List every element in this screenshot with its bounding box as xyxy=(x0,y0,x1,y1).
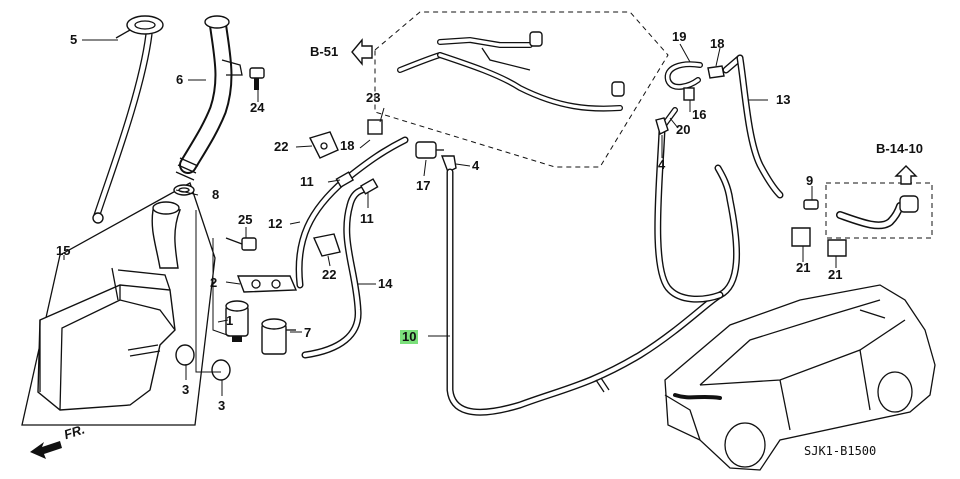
joint-part-4b xyxy=(655,117,669,136)
callout-19[interactable]: 19 xyxy=(672,29,687,44)
joint-part-9 xyxy=(803,199,819,210)
grommet-part-3a xyxy=(175,344,195,366)
callout-13[interactable]: 13 xyxy=(776,92,791,107)
tee-joint-part-18 xyxy=(707,65,725,79)
callout-21a[interactable]: 21 xyxy=(796,260,811,275)
reference-arrow-b51 xyxy=(351,38,373,66)
callout-24[interactable]: 24 xyxy=(250,100,265,115)
rear-nozzle-assembly xyxy=(836,195,919,230)
bolt-part-24 xyxy=(249,67,265,90)
callout-12[interactable]: 12 xyxy=(268,216,283,231)
bolt-part-25 xyxy=(225,237,257,251)
clip-part-21b xyxy=(827,239,847,257)
washer-reservoir-tank xyxy=(21,182,216,426)
callout-9[interactable]: 9 xyxy=(806,173,814,188)
callout-1[interactable]: 1 xyxy=(226,313,234,328)
joint-part-11a xyxy=(335,171,355,188)
clip-part-23 xyxy=(367,119,383,135)
leader-lines xyxy=(63,39,837,396)
callout-22b[interactable]: 22 xyxy=(322,267,337,282)
grommet-part-3b xyxy=(211,359,231,381)
callout-11b[interactable]: 11 xyxy=(360,211,374,226)
callout-2[interactable]: 2 xyxy=(210,275,218,290)
callout-6[interactable]: 6 xyxy=(176,72,184,87)
callout-18b[interactable]: 18 xyxy=(710,36,725,51)
clip-part-22b xyxy=(313,233,341,257)
callout-3b[interactable]: 3 xyxy=(218,398,226,413)
cap-dipstick xyxy=(92,15,164,224)
washer-pump-part-7 xyxy=(261,318,296,355)
callout-4a[interactable]: 4 xyxy=(472,158,480,173)
joint-part-4a xyxy=(440,155,457,173)
callout-7[interactable]: 7 xyxy=(304,325,312,340)
callout-10[interactable]: 10 xyxy=(400,329,419,344)
callout-23[interactable]: 23 xyxy=(366,90,381,105)
callout-16[interactable]: 16 xyxy=(692,107,707,122)
callout-8[interactable]: 8 xyxy=(212,187,220,202)
clip-part-21a xyxy=(791,227,811,247)
callout-14[interactable]: 14 xyxy=(378,276,393,291)
joint-part-16 xyxy=(683,87,695,101)
callout-4b[interactable]: 4 xyxy=(658,157,666,172)
callout-22a[interactable]: 22 xyxy=(274,139,289,154)
check-valve-part-17 xyxy=(415,141,444,159)
reference-arrow-b1410 xyxy=(894,165,918,185)
bracket-part-2 xyxy=(236,275,298,293)
washer-pump-part-1 xyxy=(225,300,249,342)
front-arrow xyxy=(30,441,62,459)
callout-18a[interactable]: 18 xyxy=(340,138,355,153)
callout-20[interactable]: 20 xyxy=(676,122,691,137)
callout-21b[interactable]: 21 xyxy=(828,267,843,282)
clip-part-22a xyxy=(309,131,339,159)
joint-part-11b xyxy=(359,178,379,195)
reference-label-b51[interactable]: B-51 xyxy=(310,44,339,59)
callout-5[interactable]: 5 xyxy=(70,32,78,47)
callout-17[interactable]: 17 xyxy=(416,178,431,193)
vehicle-outline xyxy=(664,284,936,471)
upper-nozzle-assembly xyxy=(397,31,625,112)
reference-label-b1410[interactable]: B-14-10 xyxy=(876,141,923,156)
callout-3a[interactable]: 3 xyxy=(182,382,190,397)
drawing-code: SJK1-B1500 xyxy=(804,444,877,458)
callout-11a[interactable]: 11 xyxy=(300,174,314,189)
callout-25[interactable]: 25 xyxy=(238,212,253,227)
callout-15[interactable]: 15 xyxy=(56,243,71,258)
filler-neck xyxy=(175,15,243,181)
